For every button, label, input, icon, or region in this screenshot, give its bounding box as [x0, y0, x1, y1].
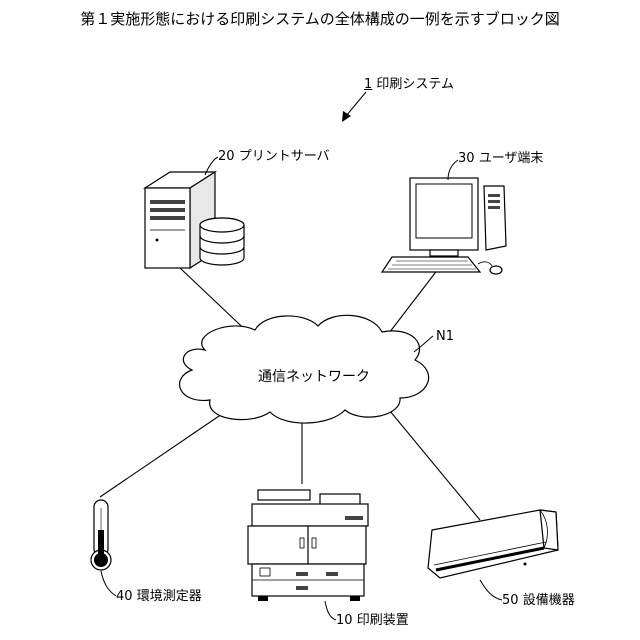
node-label-print-server: 20 プリントサーバ — [218, 150, 330, 163]
sensor-leader — [101, 571, 116, 596]
network-ref: N1 — [436, 330, 454, 343]
node-label-facility: 50 設備機器 — [502, 594, 575, 607]
node-label-env-sensor: 40 環境測定器 — [116, 590, 202, 603]
terminal-leader — [448, 160, 458, 180]
network-name: 通信ネットワーク — [258, 366, 370, 386]
air-conditioner-icon — [428, 510, 558, 578]
printer-icon — [248, 490, 368, 601]
node-label-printer: 10 印刷装置 — [336, 614, 409, 627]
node-number: 30 — [458, 151, 475, 166]
node-number: 10 — [336, 613, 353, 628]
printer-leader — [325, 601, 336, 620]
facility-leader — [480, 580, 502, 600]
system-label: 1 印刷システム — [364, 78, 454, 91]
node-number: 20 — [218, 149, 235, 164]
server-icon — [145, 172, 244, 268]
node-number: 50 — [502, 593, 519, 608]
node-name: 設備機器 — [523, 593, 575, 608]
node-name: ユーザ端末 — [479, 151, 544, 166]
system-number: 1 — [364, 77, 372, 92]
node-label-user-terminal: 30 ユーザ端末 — [458, 152, 543, 165]
thermometer-icon — [91, 500, 111, 570]
computer-icon — [382, 178, 506, 274]
link-sensor — [100, 414, 222, 497]
system-arrow — [342, 92, 366, 122]
system-name: 印刷システム — [376, 77, 454, 92]
node-name: 環境測定器 — [137, 589, 202, 604]
node-name: プリントサーバ — [239, 149, 330, 164]
node-number: 40 — [116, 589, 133, 604]
node-name: 印刷装置 — [357, 613, 409, 628]
link-facility — [385, 405, 480, 520]
